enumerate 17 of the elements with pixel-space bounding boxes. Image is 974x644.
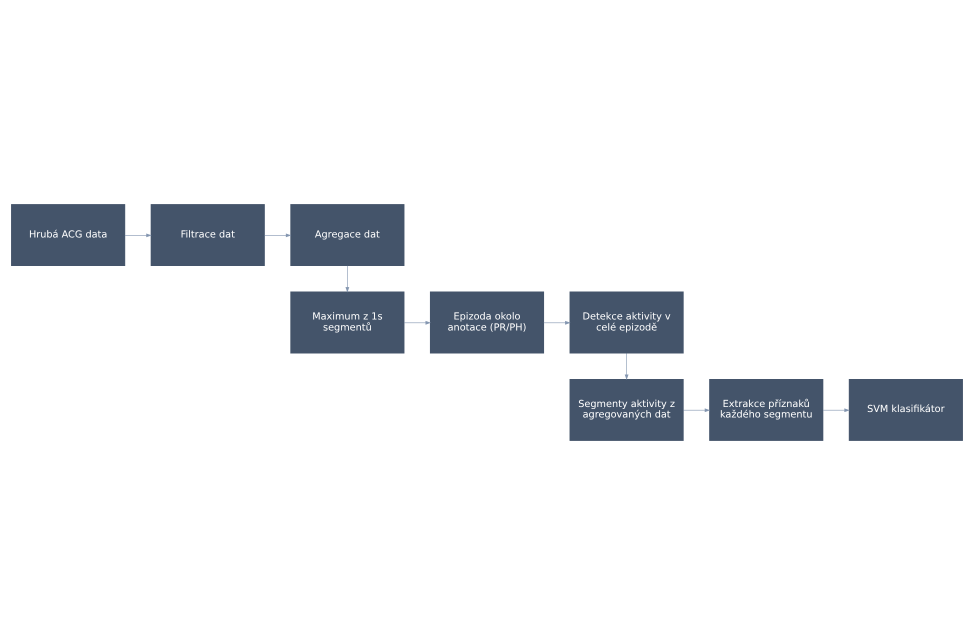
arrow: [264, 232, 292, 237]
node-box: Hrubá ACG data: [11, 204, 126, 266]
node-box: Detekce aktivity v celé epizodě: [570, 291, 684, 353]
node-box: Agregace dat: [290, 204, 404, 266]
node-box: SVM klasifikátor: [848, 378, 963, 440]
node-box: Maximum z 1s segmentů: [290, 291, 404, 353]
node-box: Extrakce příznaků každého segmentu: [709, 378, 824, 440]
node-box: Epizoda okolo anotace (PR/PH): [430, 291, 544, 353]
arrow: [124, 232, 152, 237]
node-box: Segmenty aktivity z agregovaných dat: [570, 378, 684, 440]
arrow: [683, 408, 710, 412]
arrow: [404, 320, 431, 324]
node-box: Filtrace dat: [150, 204, 265, 266]
arrow: [624, 352, 629, 380]
arrow: [822, 408, 850, 412]
arrow: [543, 320, 571, 324]
arrow: [345, 265, 350, 292]
